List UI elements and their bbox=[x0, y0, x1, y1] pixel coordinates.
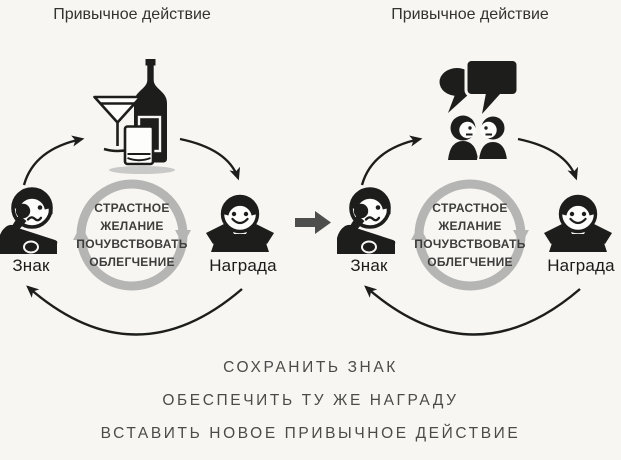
craving-line: ПОЧУВСТВОВАТЬ bbox=[76, 237, 188, 251]
relaxed-person-icon bbox=[544, 194, 612, 252]
craving-line: ЖЕЛАНИЕ bbox=[100, 219, 164, 233]
caption-line-same-reward: ОБЕСПЕЧИТЬ ТУ ЖЕ НАГРАДУ bbox=[162, 392, 459, 409]
relaxed-person-icon bbox=[206, 194, 274, 252]
caption-line-new-routine: ВСТАВИТЬ НОВОЕ ПРИВЫЧНОЕ ДЕЙСТВИЕ bbox=[100, 425, 521, 442]
arrow-routine-to-reward bbox=[179, 137, 241, 181]
habit-loop-old: Привычное действие Знак bbox=[0, 0, 300, 348]
craving-line: ПОЧУВСТВОВАТЬ bbox=[414, 237, 526, 251]
bored-person-icon bbox=[0, 187, 58, 254]
arrow-routine-to-reward bbox=[517, 137, 579, 181]
arrow-cue-to-routine bbox=[22, 135, 85, 186]
loop-cycle-arrows bbox=[360, 135, 581, 336]
arrow-reward-to-cue bbox=[26, 285, 243, 336]
craving-line: СТРАСТНОЕ bbox=[94, 201, 170, 215]
arrow-reward-to-cue bbox=[364, 285, 581, 336]
transition-arrow-icon bbox=[295, 211, 331, 234]
drinks-icon bbox=[93, 59, 175, 174]
craving-text: СТРАСТНОЕ ЖЕЛАНИЕ ПОЧУВСТВОВАТЬ ОБЛЕГЧЕН… bbox=[62, 199, 202, 271]
caption: СОХРАНИТЬ ЗНАК ОБЕСПЕЧИТЬ ТУ ЖЕ НАГРАДУ … bbox=[0, 351, 621, 450]
craving-line: ЖЕЛАНИЕ bbox=[438, 219, 502, 233]
cue-label: Знак bbox=[12, 256, 50, 275]
routine-label: Привычное действие bbox=[391, 6, 549, 23]
bored-person-icon bbox=[337, 187, 396, 254]
conversation-icon bbox=[439, 58, 520, 160]
craving-ring-icon bbox=[411, 179, 529, 291]
caption-line-keep-cue: СОХРАНИТЬ ЗНАК bbox=[223, 359, 398, 376]
reward-label: Награда bbox=[547, 256, 615, 275]
craving-ring-icon bbox=[73, 179, 191, 291]
reward-label: Награда bbox=[209, 256, 277, 275]
craving-text: СТРАСТНОЕ ЖЕЛАНИЕ ПОЧУВСТВОВАТЬ ОБЛЕГЧЕН… bbox=[400, 199, 540, 271]
craving-line: ОБЛЕГЧЕНИЕ bbox=[89, 255, 175, 269]
arrow-cue-to-routine bbox=[360, 135, 423, 186]
cue-label: Знак bbox=[350, 256, 388, 275]
loop-cycle-arrows bbox=[22, 135, 243, 336]
craving-line: ОБЛЕГЧЕНИЕ bbox=[427, 255, 513, 269]
routine-label: Привычное действие bbox=[53, 6, 211, 23]
craving-line: СТРАСТНОЕ bbox=[432, 201, 508, 215]
habit-loop-new: Привычное действие bbox=[337, 0, 621, 348]
